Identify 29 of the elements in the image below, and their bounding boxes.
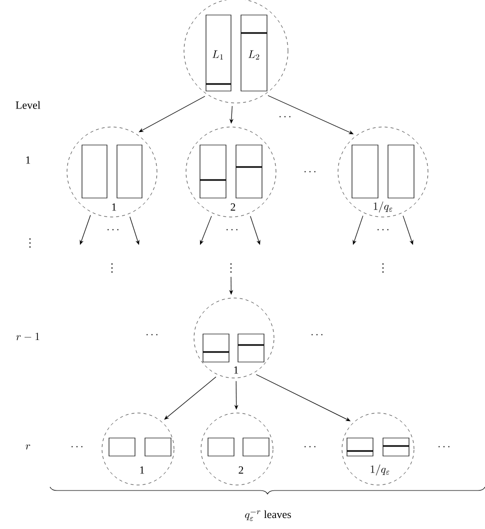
level-label: $r$ bbox=[26, 444, 30, 450]
arrow bbox=[130, 216, 140, 245]
tree-node: 2 bbox=[200, 412, 274, 486]
arrow bbox=[80, 214, 91, 245]
ellipsis: $\cdots$ bbox=[108, 229, 118, 230]
vertical-ellipsis: $\vdots$ bbox=[111, 263, 113, 273]
ellipsis: $\cdots$ bbox=[304, 171, 316, 172]
arrow bbox=[164, 376, 216, 420]
ellipsis: $\cdots$ bbox=[280, 116, 290, 118]
vertical-ellipsis: $\vdots$ bbox=[29, 238, 31, 248]
tree-node: $1/q_\varepsilon$ bbox=[338, 126, 428, 218]
tree-node: 2 bbox=[186, 126, 276, 218]
arrow bbox=[250, 216, 260, 245]
ellipsis: $\cdots$ bbox=[438, 446, 450, 448]
arrow bbox=[200, 216, 212, 245]
tree-node: $1/q_\varepsilon$ bbox=[342, 412, 414, 486]
arrow bbox=[352, 216, 364, 245]
tree-node: $L_1$ $L_2$ bbox=[184, 0, 288, 104]
level-label: $r-1$ bbox=[16, 332, 40, 340]
ellipsis: $\cdots$ bbox=[378, 229, 388, 230]
vertical-ellipsis: $\vdots$ bbox=[382, 263, 384, 273]
tree-node: 1 bbox=[194, 298, 274, 378]
level-label: 1 bbox=[26, 156, 30, 164]
ellipsis: $\cdots$ bbox=[304, 446, 316, 448]
vertical-ellipsis: $\vdots$ bbox=[230, 263, 232, 273]
arrow bbox=[402, 216, 414, 245]
tree-node: 1 bbox=[102, 412, 174, 486]
ellipsis: $\cdots$ bbox=[312, 334, 322, 336]
tree-node: 1 bbox=[66, 126, 158, 218]
